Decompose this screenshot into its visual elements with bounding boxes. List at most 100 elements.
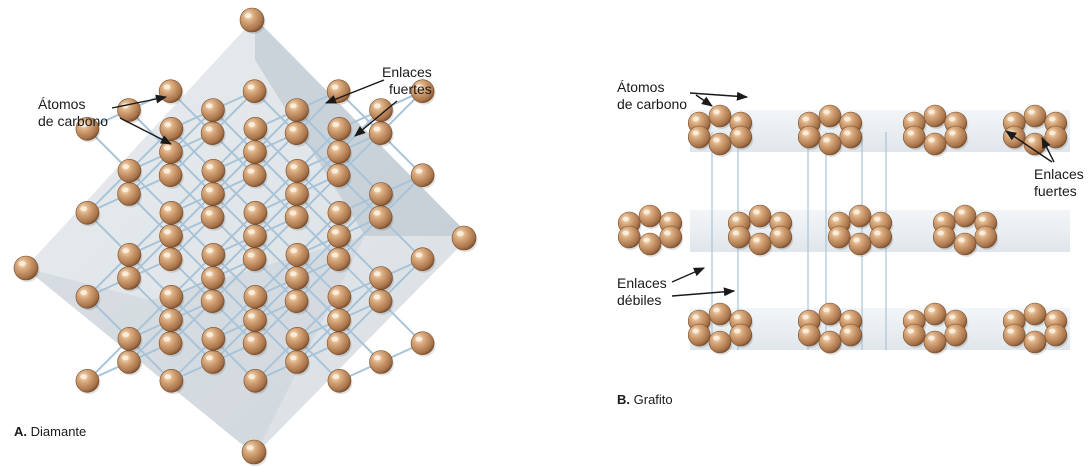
atom-sphere: [286, 267, 309, 290]
atom-sphere: [243, 248, 266, 271]
atom-highlight: [374, 355, 381, 360]
atom-highlight: [206, 103, 213, 108]
atom-highlight: [907, 117, 914, 122]
atom-sphere: [819, 105, 841, 127]
label-graphite-weak-line2: débiles: [617, 292, 667, 309]
atom-sphere: [242, 440, 266, 464]
atom-sphere: [328, 225, 351, 248]
atom-sphere: [328, 285, 351, 308]
atom-sphere: [328, 141, 351, 164]
atom-sphere: [749, 205, 771, 227]
atom-sphere: [1045, 324, 1067, 346]
atom-highlight: [979, 231, 986, 236]
atom-highlight: [734, 329, 741, 334]
label-graphite-weak-line1: Enlaces: [617, 275, 667, 292]
atom-highlight: [248, 313, 255, 318]
atom-sphere: [709, 105, 731, 127]
atom-sphere: [201, 122, 224, 145]
atom-highlight: [732, 217, 739, 222]
atom-highlight: [928, 308, 935, 313]
atom-highlight: [164, 313, 171, 318]
atom-sphere: [709, 303, 731, 325]
atom-sphere: [160, 309, 183, 332]
atom-highlight: [164, 290, 171, 295]
atom-sphere: [202, 99, 225, 122]
atom-sphere: [730, 324, 752, 346]
atom-highlight: [692, 131, 699, 136]
atom-highlight: [415, 253, 422, 258]
atom-sphere: [369, 122, 392, 145]
atom-sphere: [370, 351, 393, 374]
atom-sphere: [924, 133, 946, 155]
atom-highlight: [163, 85, 170, 90]
atom-highlight: [331, 337, 338, 342]
caption-graphite: B. Grafito: [617, 392, 673, 407]
atom-highlight: [844, 315, 851, 320]
atom-highlight: [290, 271, 297, 276]
atom-highlight: [937, 231, 944, 236]
atom-highlight: [732, 231, 739, 236]
atom-sphere: [1024, 105, 1046, 127]
atom-highlight: [853, 238, 860, 243]
atom-highlight: [1049, 131, 1056, 136]
atom-highlight: [643, 238, 650, 243]
atom-sphere: [160, 225, 183, 248]
atom-sphere: [328, 117, 351, 140]
atom-sphere: [411, 332, 434, 355]
caption-graphite-letter: B.: [617, 392, 630, 407]
atom-sphere: [1003, 324, 1025, 346]
atom-highlight: [692, 329, 699, 334]
graphite-atom: [639, 205, 663, 229]
atom-sphere: [819, 133, 841, 155]
atom-highlight: [289, 127, 296, 132]
atom-highlight: [373, 211, 380, 216]
atom-highlight: [823, 336, 830, 341]
atom-highlight: [928, 138, 935, 143]
caption-graphite-name: Grafito: [634, 392, 673, 407]
atom-highlight: [205, 211, 212, 216]
atom-sphere: [202, 351, 225, 374]
label-graphite-strong-line1: Enlaces: [1034, 166, 1084, 183]
atom-highlight: [122, 332, 129, 337]
atom-sphere: [160, 369, 183, 392]
atom-highlight: [332, 313, 339, 318]
atom-sphere: [798, 126, 820, 148]
atom-sphere: [903, 126, 925, 148]
atom-sphere: [244, 369, 267, 392]
atom-highlight: [290, 187, 297, 192]
atom-sphere: [770, 226, 792, 248]
atom-highlight: [692, 315, 699, 320]
arrow-graphite-weak-1: [672, 268, 704, 282]
atom-highlight: [664, 231, 671, 236]
atom-highlight: [734, 131, 741, 136]
atom-highlight: [1007, 315, 1014, 320]
atom-sphere: [159, 80, 182, 103]
atom-highlight: [949, 117, 956, 122]
diamond-atom: [411, 332, 436, 357]
atom-sphere: [328, 201, 351, 224]
atom-highlight: [415, 337, 422, 342]
atom-sphere: [1024, 133, 1046, 155]
atom-highlight: [664, 217, 671, 222]
atom-highlight: [248, 290, 255, 295]
atom-highlight: [80, 374, 87, 379]
atom-sphere: [849, 205, 871, 227]
atom-highlight: [907, 315, 914, 320]
atom-sphere: [618, 226, 640, 248]
atom-highlight: [937, 217, 944, 222]
atom-highlight: [247, 253, 254, 258]
atom-sphere: [1024, 331, 1046, 353]
atom-highlight: [290, 103, 297, 108]
atom-sphere: [709, 133, 731, 155]
atom-sphere: [954, 233, 976, 255]
atom-sphere: [202, 243, 225, 266]
atom-highlight: [122, 248, 129, 253]
atom-highlight: [331, 253, 338, 258]
atom-sphere: [639, 205, 661, 227]
atom-highlight: [1028, 138, 1035, 143]
atom-sphere: [730, 126, 752, 148]
atom-highlight: [823, 138, 830, 143]
atom-sphere: [160, 117, 183, 140]
atom-highlight: [374, 271, 381, 276]
